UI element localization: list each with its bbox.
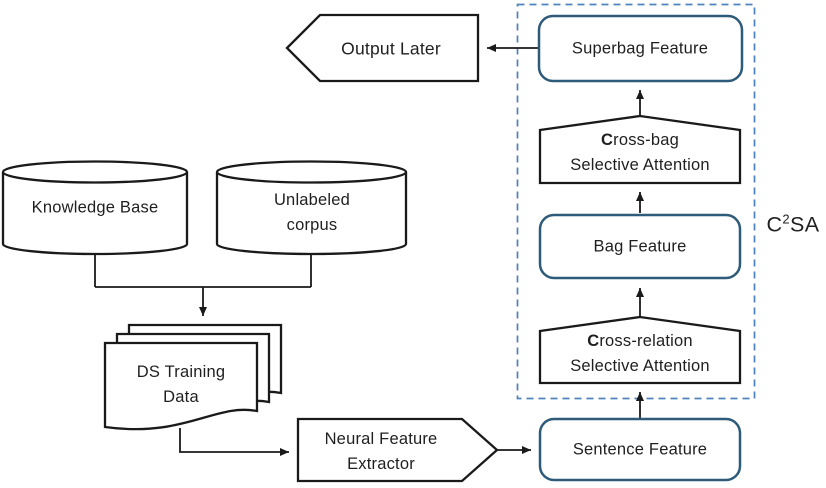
sentence-feature-label: Sentence Feature xyxy=(572,440,708,459)
superbag-feature-label: Superbag Feature xyxy=(571,39,709,58)
ds-training-data-label: DS Training Data xyxy=(137,360,225,410)
unlabeled-corpus-cylinder xyxy=(215,172,408,256)
cross-relation-attention-label: Cross-relation Selective Attention xyxy=(570,329,710,379)
neural-feature-extractor-shape xyxy=(296,417,499,483)
c2sa-superscript: 2 xyxy=(782,211,791,227)
cross-bag-attention-shape xyxy=(538,114,742,185)
unlabeled-corpus-cylinder-top xyxy=(215,160,408,184)
knowledge-base-label: Knowledge Base xyxy=(31,198,159,217)
neural-feature-extractor-line2: Extractor xyxy=(347,455,415,473)
bag-feature-label: Bag Feature xyxy=(593,237,687,256)
knowledge-base-cylinder-top xyxy=(1,160,189,184)
arrow-training-data-to-extractor xyxy=(179,428,289,456)
cross-bag-line1-rest: ross-bag xyxy=(613,131,679,149)
knowledge-base-cylinder xyxy=(1,172,189,256)
output-later-shape xyxy=(285,13,480,83)
connector-databases-merge xyxy=(94,254,312,288)
c2sa-sa: SA xyxy=(790,212,820,237)
training-data-document-front xyxy=(103,341,259,431)
neural-feature-extractor-line1: Neural Feature xyxy=(324,430,438,448)
ds-training-data-line2: Data xyxy=(163,388,199,406)
unlabeled-corpus-line2: corpus xyxy=(286,216,338,234)
neural-feature-extractor-label: Neural Feature Extractor xyxy=(325,427,438,477)
cross-bag-bold-initial: C xyxy=(601,131,614,149)
superbag-feature-shape xyxy=(537,14,744,83)
unlabeled-corpus-label: Unlabeled corpus xyxy=(274,188,350,238)
cross-relation-line1: Cross-relation xyxy=(570,329,710,354)
output-later-label: Output Later xyxy=(341,38,441,59)
c2sa-c: C xyxy=(766,212,783,237)
sentence-feature-shape xyxy=(538,417,742,482)
cross-relation-line2: Selective Attention xyxy=(570,357,710,375)
bag-feature-shape xyxy=(538,213,742,280)
cross-bag-attention-label: Cross-bag Selective Attention xyxy=(570,128,710,178)
ds-training-data-line1: DS Training xyxy=(136,363,226,381)
cross-relation-bold-initial: C xyxy=(587,332,600,350)
cross-bag-line1: Cross-bag xyxy=(570,128,710,153)
c2sa-label: C2SA xyxy=(766,206,819,237)
cross-relation-line1-rest: ross-relation xyxy=(599,332,693,350)
cross-relation-attention-shape xyxy=(538,315,742,385)
unlabeled-corpus-line1: Unlabeled xyxy=(273,191,351,209)
cross-bag-line2: Selective Attention xyxy=(570,156,710,174)
